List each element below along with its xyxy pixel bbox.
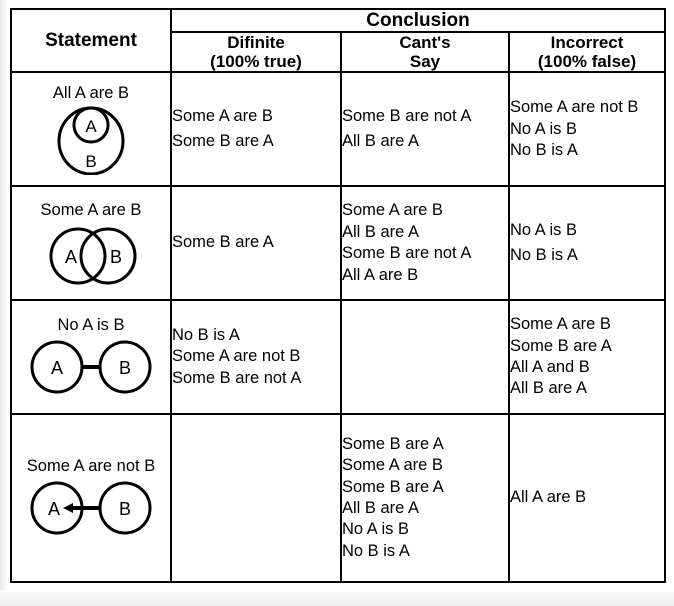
incorrect-list: Some A are not B No A is B No B is A xyxy=(510,97,664,161)
venn-a-separate-b-arrow-icon: A B xyxy=(30,481,152,535)
header-statement: Statement xyxy=(10,7,172,74)
incorrect-cell: All A are B xyxy=(507,412,667,584)
list-item: All B are A xyxy=(342,222,420,241)
cant-say-cell: Some A are B All B are A Some B are not … xyxy=(340,185,510,302)
table-row: All A are B A B Some A are B Some B are … xyxy=(10,71,667,188)
incorrect-cell: Some A are B Some B are A All A and B Al… xyxy=(507,299,667,415)
header-conclusion: Conclusion xyxy=(169,7,667,34)
incorrect-cell: No A is B No B is A xyxy=(507,185,667,302)
list-item: Some B are not A xyxy=(342,244,472,263)
table-header: Statement Conclusion Difinite (100% true… xyxy=(10,7,667,74)
header-cant-say-line2: Say xyxy=(409,52,441,72)
definite-list: Some B are A xyxy=(172,232,340,253)
header-cant-say: Cant's Say xyxy=(340,31,510,74)
list-item: Some B are not A xyxy=(172,368,302,387)
definite-cell: Some B are A xyxy=(170,185,342,302)
list-item: No B is A xyxy=(172,325,240,344)
list-item: All A and B xyxy=(510,357,590,376)
list-item: All A are B xyxy=(342,265,419,284)
list-item: Some A are B xyxy=(342,201,443,220)
statement-label: No A is B xyxy=(57,316,125,335)
definite-list: Some A are B Some B are A xyxy=(172,106,340,153)
definite-cell: Some A are B Some B are A xyxy=(170,71,342,188)
table-row: Some A are B A B Some B are A Some xyxy=(10,185,667,302)
list-item: Some B are A xyxy=(172,233,274,252)
list-item: No B is A xyxy=(510,246,578,265)
statement-conclusion-table: Statement Conclusion Difinite (100% true… xyxy=(10,7,667,584)
svg-text:B: B xyxy=(119,499,131,519)
page-bottom-edge xyxy=(0,590,674,606)
list-item: No A is B xyxy=(510,119,577,138)
list-item: All B are A xyxy=(342,498,420,517)
cant-say-cell xyxy=(340,299,510,415)
cant-say-list: Some B are A Some A are B Some B are A A… xyxy=(342,434,508,563)
venn-a-overlaps-b-icon: A B xyxy=(49,227,137,285)
list-item: All B are A xyxy=(342,132,420,151)
list-item: No A is B xyxy=(342,520,409,539)
statement-cell: All A are B A B xyxy=(10,71,172,188)
list-item: Some A are not B xyxy=(510,98,639,117)
svg-text:B: B xyxy=(119,358,131,378)
header-incorrect: Incorrect (100% false) xyxy=(507,31,667,74)
list-item: Some B are A xyxy=(172,132,274,151)
svg-text:A: A xyxy=(65,247,77,267)
venn-a-inside-b-icon: A B xyxy=(57,106,125,175)
statement-cell: No A is B A B xyxy=(10,299,172,415)
cant-say-list: Some A are B All B are A Some B are not … xyxy=(342,200,508,286)
list-item: Some A are B xyxy=(172,106,273,125)
list-item: Some B are A xyxy=(342,434,444,453)
definite-list: No B is A Some A are not B Some B are no… xyxy=(172,325,340,389)
header-incorrect-line2: (100% false) xyxy=(537,52,637,72)
table-body: All A are B A B Some A are B Some B are … xyxy=(10,71,667,584)
venn-a-separate-b-line-icon: A B xyxy=(30,340,152,394)
cant-say-list: Some B are not A All B are A xyxy=(342,106,508,153)
statement-cell: Some A are B A B xyxy=(10,185,172,302)
header-definite-line2: (100% true) xyxy=(210,52,302,72)
cant-say-cell: Some B are A Some A are B Some B are A A… xyxy=(340,412,510,584)
table-row: No A is B A B No B is A Some A are not B… xyxy=(10,299,667,415)
incorrect-cell: Some A are not B No A is B No B is A xyxy=(507,71,667,188)
list-item: Some A are not B xyxy=(172,347,301,366)
definite-cell: No B is A Some A are not B Some B are no… xyxy=(170,299,342,415)
table-row: Some A are not B A B Some B are xyxy=(10,412,667,584)
svg-text:B: B xyxy=(110,247,122,267)
svg-text:A: A xyxy=(85,117,97,136)
statement-label: All A are B xyxy=(52,83,130,102)
svg-text:A: A xyxy=(48,499,60,519)
incorrect-list: Some A are B Some B are A All A and B Al… xyxy=(510,314,664,400)
header-incorrect-line1: Incorrect xyxy=(550,33,624,53)
definite-cell xyxy=(170,412,342,584)
statement-label: Some A are B xyxy=(40,200,142,219)
incorrect-list: All A are B xyxy=(510,487,664,508)
list-item: Some B are A xyxy=(342,477,444,496)
page-left-edge xyxy=(0,0,8,606)
header-definite-line1: Difinite xyxy=(227,33,285,53)
list-item: Some B are A xyxy=(510,336,612,355)
header-cant-say-line1: Cant's xyxy=(399,33,451,53)
list-item: Some B are not A xyxy=(342,106,472,125)
header-row-top: Statement Conclusion xyxy=(10,7,667,74)
list-item: Some A are B xyxy=(510,315,611,334)
list-item: All B are A xyxy=(510,379,588,398)
cant-say-cell: Some B are not A All B are A xyxy=(340,71,510,188)
svg-text:B: B xyxy=(85,152,96,171)
list-item: No B is A xyxy=(510,140,578,159)
list-item: No B is A xyxy=(342,541,410,560)
list-item: All A are B xyxy=(510,488,587,507)
header-definite: Difinite (100% true) xyxy=(170,31,342,74)
list-item: Some A are B xyxy=(342,456,443,475)
statement-cell: Some A are not B A B xyxy=(10,412,172,584)
statement-label: Some A are not B xyxy=(26,457,156,476)
svg-text:A: A xyxy=(51,358,63,378)
header-row-sub: Difinite (100% true) Cant's Say Incorrec… xyxy=(11,31,667,74)
logic-table-container: Statement Conclusion Difinite (100% true… xyxy=(10,7,667,584)
list-item: No A is B xyxy=(510,220,577,239)
incorrect-list: No A is B No B is A xyxy=(510,220,664,267)
